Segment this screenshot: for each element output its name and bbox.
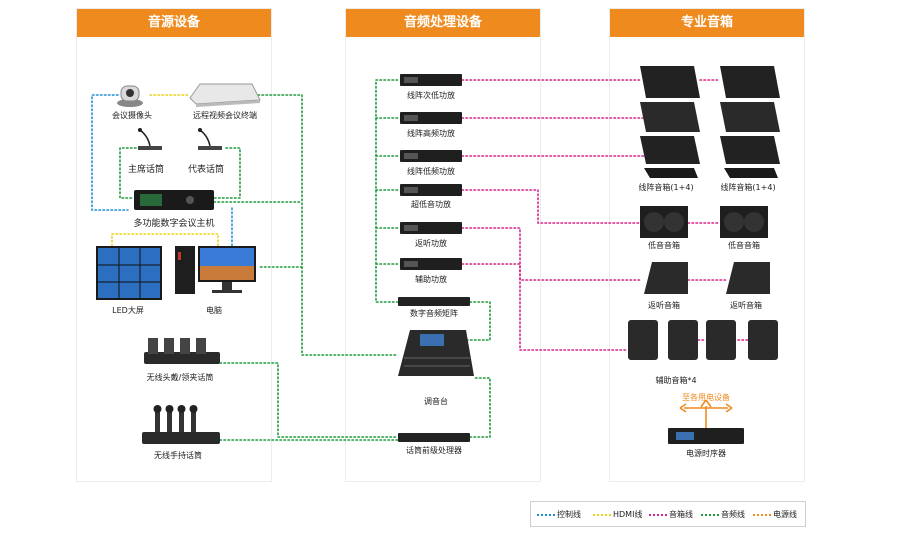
monitor-1-label: 返听音箱: [648, 301, 680, 310]
subwoofer-icon: [640, 206, 688, 238]
matrix-icon: [398, 297, 470, 306]
delegate-mic-icon: [198, 128, 222, 150]
amplifier-icon: [400, 222, 462, 234]
audio-line: [465, 301, 491, 341]
line-array-1-label: 线阵音箱(1+4): [638, 183, 694, 192]
power-note-label: 至各用电设备: [682, 393, 730, 402]
amp6-label: 辅助功放: [415, 275, 447, 284]
sequencer-label: 电源时序器: [686, 449, 726, 458]
host-label: 多功能数字会议主机: [133, 219, 215, 229]
amplifier-icon: [400, 150, 462, 162]
audio-line: [301, 266, 399, 356]
monitor-speaker-icon: [644, 262, 688, 294]
aux-speaker-icon: [668, 320, 698, 360]
hdmi-line: [111, 233, 219, 247]
amp1-label: 线阵次低功放: [407, 91, 455, 100]
led-label: LED大屏: [112, 306, 144, 315]
sub-2-label: 低音音箱: [728, 241, 760, 250]
amp5-label: 返听功放: [415, 239, 447, 248]
monitor-speaker-icon: [726, 262, 770, 294]
line-array-speaker-icon: [640, 66, 700, 178]
processing-panel-title: 音频处理设备: [346, 9, 540, 37]
wireless-handheld-icon: [142, 405, 220, 444]
speaker-line: [461, 227, 641, 281]
audio-line: [375, 117, 401, 265]
aux-speaker-icon: [748, 320, 778, 360]
amplifier-icon: [400, 184, 462, 196]
amplifier-icon: [400, 74, 462, 86]
video-terminal-label: 远程视频会议终端: [193, 111, 257, 120]
chairman-mic-icon: [138, 128, 162, 150]
chairman-mic-label: 主席话筒: [127, 165, 165, 175]
legend-item-power: 电源线: [753, 509, 797, 520]
pc-icon: [175, 246, 256, 294]
power-arrow: [679, 399, 733, 428]
audio-line: [199, 147, 241, 199]
preproc-label: 话筒前级处理器: [406, 446, 462, 455]
legend-label: 音频线: [721, 510, 745, 519]
legend-item-control: 控制线: [537, 509, 581, 520]
source-panel-title: 音源设备: [77, 9, 271, 37]
delegate-mic-label: 代表话筒: [187, 165, 225, 175]
legend-item-hdmi: HDMI线: [593, 509, 642, 520]
power-sequencer-icon: [668, 428, 744, 444]
camera-icon: [117, 85, 143, 107]
legend-label: HDMI线: [613, 510, 643, 519]
speaker-line: [687, 79, 749, 341]
amp2-label: 线阵高频功放: [407, 129, 455, 138]
processing-panel: 音频处理设备: [345, 8, 541, 482]
aux-speaker-icon: [706, 320, 736, 360]
monitor-2-label: 返听音箱: [730, 301, 762, 310]
amp3-label: 线阵低频功放: [407, 167, 455, 176]
amplifier-icon: [400, 112, 462, 124]
speaker-line: [461, 189, 641, 224]
line-array-2-label: 线阵音箱(1+4): [720, 183, 776, 192]
legend-label: 电源线: [773, 510, 797, 519]
control-line: [91, 94, 129, 211]
sub-1-label: 低音音箱: [648, 241, 680, 250]
wireless-lapel-label: 无线头戴/领夹话筒: [146, 373, 214, 382]
matrix-label: 数字音频矩阵: [410, 309, 458, 318]
wireless-lapel-icon: [144, 338, 220, 364]
speaker-panel-title: 专业音箱: [610, 9, 804, 37]
console-label: 调音台: [424, 397, 448, 406]
audio-line: [375, 79, 401, 303]
legend: 控制线 HDMI线 音箱线 音频线 电源线: [530, 501, 806, 527]
legend-item-speaker: 音箱线: [649, 509, 693, 520]
legend-label: 音箱线: [669, 510, 693, 519]
legend-label: 控制线: [557, 510, 581, 519]
audio-line: [257, 94, 303, 268]
legend-item-audio: 音频线: [701, 509, 745, 520]
amp4-label: 超低音功放: [411, 200, 451, 209]
led-wall-icon: [96, 246, 162, 300]
aux-label: 辅助音箱*4: [655, 376, 697, 385]
conference-host-icon: [134, 190, 214, 210]
speaker-line: [461, 263, 629, 351]
audio-line: [469, 377, 491, 438]
line-array-speaker-icon: [720, 66, 780, 178]
subwoofer-icon: [720, 206, 768, 238]
mixing-console-icon: [398, 330, 474, 376]
audio-line: [219, 362, 399, 438]
mic-preprocessor-icon: [398, 433, 470, 442]
camera-label: 会议摄像头: [112, 111, 152, 120]
aux-speaker-icon: [628, 320, 658, 360]
amplifier-icon: [400, 258, 462, 270]
pc-label: 电脑: [206, 306, 222, 315]
video-terminal-icon: [189, 83, 261, 107]
wireless-handheld-label: 无线手持话筒: [154, 451, 202, 460]
